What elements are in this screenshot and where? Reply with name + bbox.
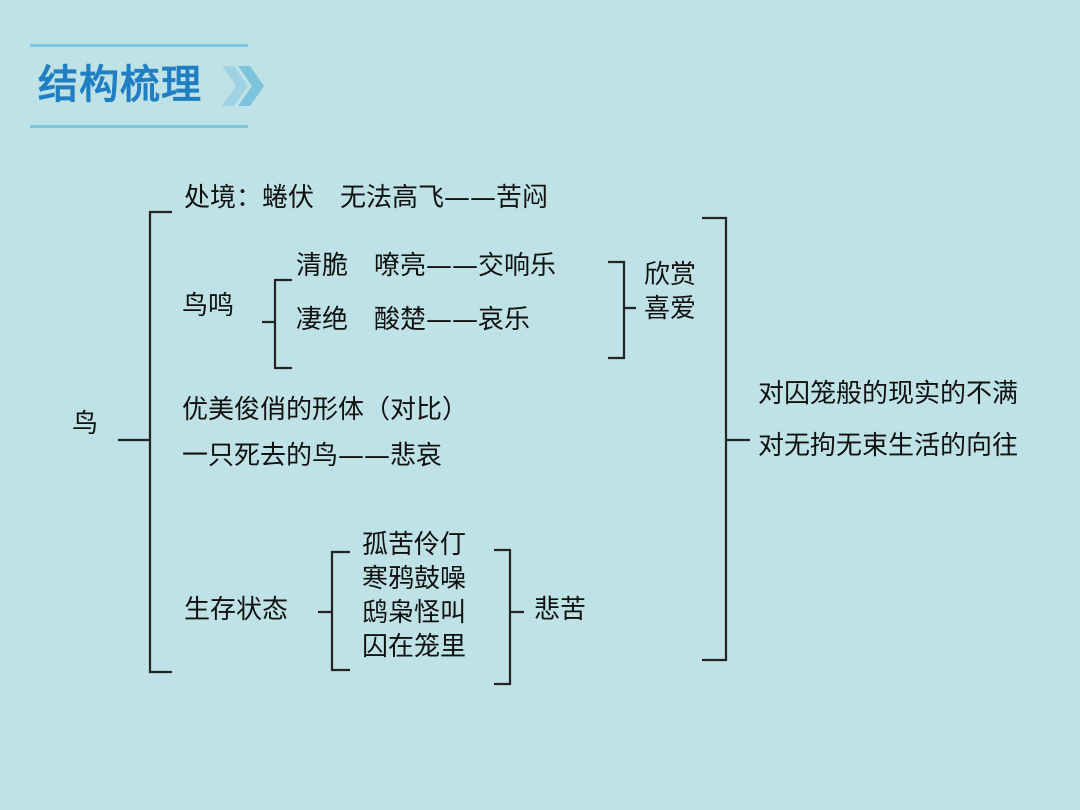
song-left-brace	[262, 278, 292, 370]
situation-text: 处境：蜷伏 无法高飞——苦闷	[184, 183, 549, 213]
double-chevron-icon	[222, 66, 264, 106]
living-result: 悲苦	[534, 595, 587, 625]
section-title: 结构梳理	[38, 62, 202, 108]
main-right-bracket	[702, 216, 750, 662]
living-right-bracket	[494, 548, 524, 686]
song-line-1: 清脆 嘹亮——交响乐	[296, 251, 557, 281]
root-node: 鸟	[72, 409, 99, 439]
conclusion-line-1: 对囚笼般的现实的不满	[758, 379, 1019, 409]
living-item-4: 囚在笼里	[362, 632, 467, 662]
song-right-bracket	[608, 260, 636, 360]
conclusion-line-2: 对无拘无束生活的向往	[758, 431, 1019, 461]
song-line-2: 凄绝 酸楚——哀乐	[296, 305, 531, 335]
title-rule-top	[30, 44, 248, 47]
song-result-2: 喜爱	[644, 294, 697, 324]
contrast-line-2: 一只死去的鸟——悲哀	[182, 441, 443, 471]
contrast-line-1: 优美俊俏的形体（对比）	[182, 395, 469, 425]
living-left-brace	[318, 550, 350, 672]
living-item-1: 孤苦伶仃	[362, 530, 467, 560]
title-rule-bottom	[30, 125, 248, 128]
living-item-2: 寒鸦鼓噪	[362, 564, 467, 594]
song-result: 欣赏 喜爱	[644, 258, 696, 326]
living-item-3: 鸱枭怪叫	[362, 598, 467, 628]
song-label: 鸟鸣	[182, 291, 235, 321]
main-left-brace	[118, 210, 172, 674]
song-result-1: 欣赏	[644, 260, 697, 290]
living-items: 孤苦伶仃 寒鸦鼓噪 鸱枭怪叫 囚在笼里	[362, 528, 466, 664]
living-label: 生存状态	[184, 595, 289, 625]
